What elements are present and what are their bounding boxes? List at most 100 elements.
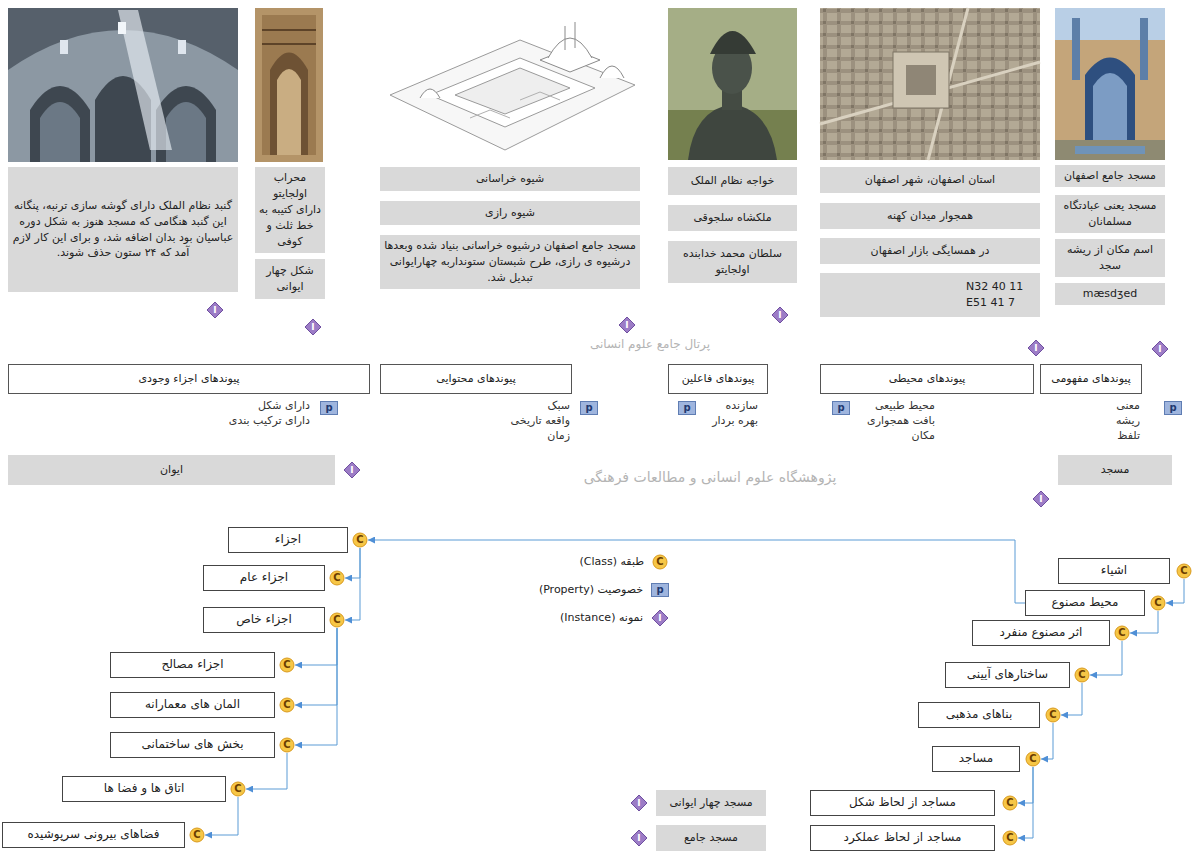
node-text: پیوندهای اجزاء وجودی	[138, 371, 239, 387]
class-box: اجزاء خاص	[203, 607, 325, 633]
node-text: استان اصفهان، شهر اصفهان	[865, 172, 995, 188]
class-box: المان های معمارانه	[110, 692, 275, 718]
isometric-plan-drawing-part	[600, 66, 624, 78]
instance-marker-shape	[630, 794, 648, 812]
node-text: پیوندهای محیطی	[889, 371, 966, 387]
class-circle	[1046, 708, 1060, 722]
node-text: mæsdʒed	[1083, 286, 1137, 302]
instance-box: ایوان	[8, 455, 335, 485]
class-marker-shape	[189, 827, 205, 843]
isometric-plan-drawing-part	[548, 38, 592, 58]
instance-diamond	[631, 795, 647, 811]
instance-diamond	[1033, 491, 1049, 507]
class-box: مساجد از لحاظ عملکرد	[810, 825, 995, 851]
marker-letter: p	[837, 403, 844, 413]
node-text: پیوندهای مفهومی	[1051, 371, 1130, 387]
hierarchy-connector	[368, 540, 1025, 603]
isometric-plan-drawing-part	[455, 68, 570, 114]
dome-photo-part	[60, 40, 68, 54]
dome-photo-part	[40, 102, 80, 162]
marker-letter: C	[356, 535, 363, 545]
property-value: زمان	[470, 428, 570, 443]
class-box: اجزاء مصالح	[110, 652, 275, 678]
class-box: اجزاء عام	[203, 565, 325, 591]
hierarchy-connector	[1041, 723, 1053, 759]
instance-diamond	[652, 610, 668, 626]
node-text: شیوه خراسانی	[476, 171, 544, 187]
class-marker: C	[1025, 751, 1041, 767]
instance-box: خواجه نظام الملک	[668, 167, 797, 195]
mosque-photo-part	[1055, 40, 1165, 140]
satellite-map	[820, 8, 1040, 160]
node-text: اتاق ها و فضا ها	[104, 780, 184, 797]
marker-letter: I	[213, 306, 216, 315]
class-marker: C	[279, 737, 295, 753]
satellite-map-part	[820, 62, 1040, 124]
class-box: محیط مصنوع	[1025, 590, 1145, 616]
property-value: بهره بردار	[658, 413, 758, 428]
mosque-photo-part	[1093, 73, 1127, 140]
instance-box: همجوار میدان کهنه	[820, 203, 1040, 229]
node-text: اجزاء مصالح	[161, 656, 223, 673]
dome-photo-part	[178, 40, 186, 54]
instance-marker: I	[343, 461, 361, 479]
satellite-map-part	[820, 8, 1040, 160]
node-text: مسجد جامع اصفهان درشیوه خراسانی بنیاد شد…	[384, 238, 636, 286]
property-marker: p	[580, 401, 598, 415]
instance-marker-shape	[1151, 340, 1169, 358]
watermark: پژوهشگاه علوم انسانی و مطالعات فرهنگی	[430, 470, 990, 485]
mihrab-photo-part	[262, 15, 316, 155]
node-text: مساجد از لحاظ شکل	[849, 794, 956, 811]
property-square	[652, 584, 669, 597]
instance-marker-shape	[771, 306, 789, 324]
node-text: محیط مصنوع	[1052, 594, 1119, 611]
property-value: واقعه تاریخی	[470, 413, 570, 428]
instance-box: مسجد جامع اصفهان	[1055, 165, 1165, 187]
instance-diamond	[631, 830, 647, 846]
instance-box: mæsdʒed	[1055, 283, 1165, 305]
class-circle	[280, 698, 294, 712]
bust-photo-part	[668, 8, 797, 160]
node-text: اشیاء	[1101, 562, 1127, 579]
isometric-plan-drawing-part	[420, 89, 440, 98]
legend-letter: p	[656, 585, 663, 595]
marker-letter: I	[1039, 495, 1042, 504]
marker-letter: I	[1158, 345, 1161, 354]
instance-box: مسجد	[1058, 455, 1172, 485]
node-text: المان های معمارانه	[145, 696, 240, 713]
class-marker: C	[329, 612, 345, 628]
class-marker-shape	[1176, 563, 1192, 579]
marker-letter: C	[283, 700, 290, 710]
class-box: بناهای مذهبی	[918, 702, 1040, 728]
mosque-photo-part	[1075, 146, 1145, 154]
hierarchy-connector	[1018, 767, 1033, 838]
class-marker: C	[1114, 625, 1130, 641]
instance-marker: I	[206, 301, 224, 319]
dome-photo-part	[166, 102, 206, 162]
hierarchy-connector	[295, 628, 337, 705]
mosque-photo	[1055, 8, 1165, 160]
property-marker-shape	[580, 401, 598, 415]
instance-box: مسجد جامع اصفهان درشیوه خراسانی بنیاد شد…	[380, 235, 640, 289]
instance-box: N32 40 11 E51 41 7	[820, 273, 1040, 317]
mosque-photo-part	[1140, 18, 1148, 80]
class-marker-shape	[230, 781, 246, 797]
instance-marker-shape	[651, 609, 669, 627]
hierarchy-connector	[1166, 579, 1184, 603]
class-marker-shape	[1002, 830, 1018, 846]
node-text: N32 40 11 E51 41 7	[966, 279, 1036, 311]
node-text: مساجد از لحاظ عملکرد	[844, 829, 962, 846]
dome-photo-part	[30, 86, 90, 162]
property-square	[581, 402, 598, 415]
node-text: اجزاء خاص	[236, 611, 292, 628]
isometric-plan-drawing	[380, 8, 640, 160]
class-marker: C	[1074, 667, 1090, 683]
class-circle	[1003, 796, 1017, 810]
instance-marker: I	[771, 306, 789, 324]
mosque-photo-part	[1085, 58, 1135, 141]
dome-photo-part	[118, 22, 126, 34]
instance-diamond	[207, 302, 223, 318]
marker-letter: I	[1034, 344, 1037, 353]
marker-letter: C	[1118, 628, 1125, 638]
